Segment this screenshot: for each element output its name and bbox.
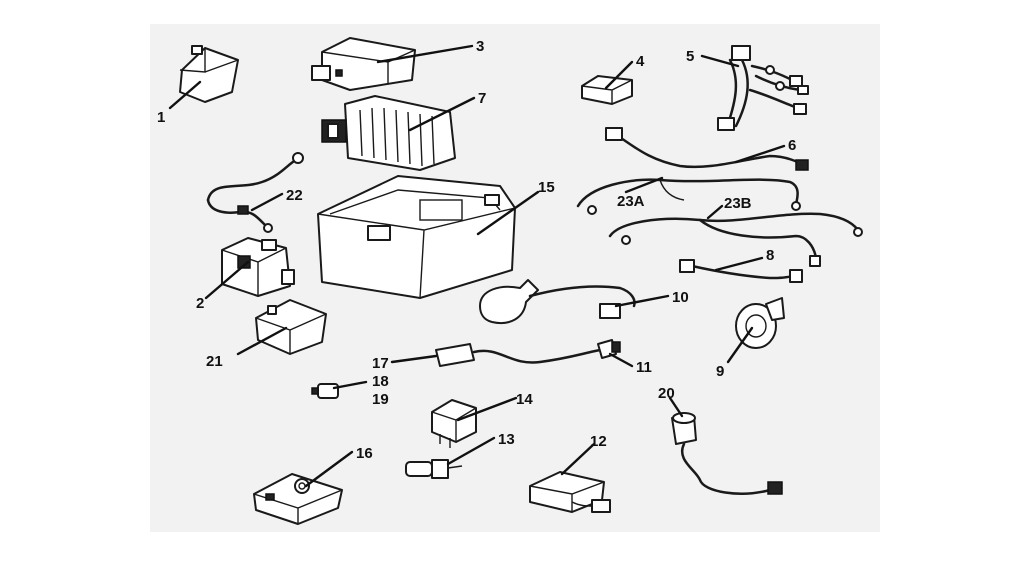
part-23a-harness — [576, 178, 801, 215]
callout-15: 15 — [538, 179, 555, 196]
callout-9: 9 — [716, 363, 724, 380]
callout-14: 14 — [516, 391, 533, 408]
callout-18: 18 — [372, 373, 389, 390]
part-12-module — [529, 471, 611, 513]
part-20-socket — [671, 412, 783, 495]
leader-lines — [168, 44, 786, 488]
callout-11: 11 — [636, 359, 652, 376]
part-8-cable — [679, 259, 803, 283]
callout-6: 6 — [788, 137, 796, 154]
callout-21: 21 — [206, 353, 223, 370]
callout-20: 20 — [658, 385, 675, 402]
callout-17: 17 — [372, 355, 389, 372]
callout-3: 3 — [476, 38, 484, 55]
callout-13: 13 — [498, 431, 515, 448]
callout-22: 22 — [286, 187, 303, 204]
callout-1: 1 — [157, 109, 165, 126]
part-17-19-bulb — [311, 383, 339, 399]
callout-23a: 23A — [617, 193, 645, 210]
callout-8: 8 — [766, 247, 774, 264]
callout-labels: 1 2 3 4 5 6 7 8 9 10 11 12 13 14 15 16 1… — [157, 38, 796, 462]
part-10-ignition-coil — [479, 279, 636, 324]
callout-10: 10 — [672, 289, 689, 306]
part-23b-harness — [608, 212, 863, 267]
part-16-fuse-box — [253, 473, 343, 525]
part-2-starter-relay — [221, 237, 295, 297]
callout-19: 19 — [372, 391, 389, 408]
part-21-relay — [255, 299, 327, 355]
part-7-regulator — [321, 95, 456, 171]
part-3-cdi-box — [311, 37, 416, 91]
callout-2: 2 — [196, 295, 204, 312]
part-6-wire-lead — [605, 127, 809, 171]
part-4-module — [581, 75, 633, 105]
callout-7: 7 — [478, 90, 486, 107]
part-13-bulb-socket — [405, 459, 463, 479]
part-11-switch-wire — [435, 339, 621, 367]
callout-5: 5 — [686, 48, 694, 65]
part-5-switch-harness — [717, 45, 809, 131]
part-1-unit — [179, 45, 239, 103]
callout-23b: 23B — [724, 195, 752, 212]
callout-16: 16 — [356, 445, 373, 462]
callout-12: 12 — [590, 433, 607, 450]
callout-4: 4 — [636, 53, 645, 70]
part-22-cable — [206, 152, 304, 233]
part-15-battery — [317, 175, 516, 299]
part-14-relay — [431, 399, 477, 448]
